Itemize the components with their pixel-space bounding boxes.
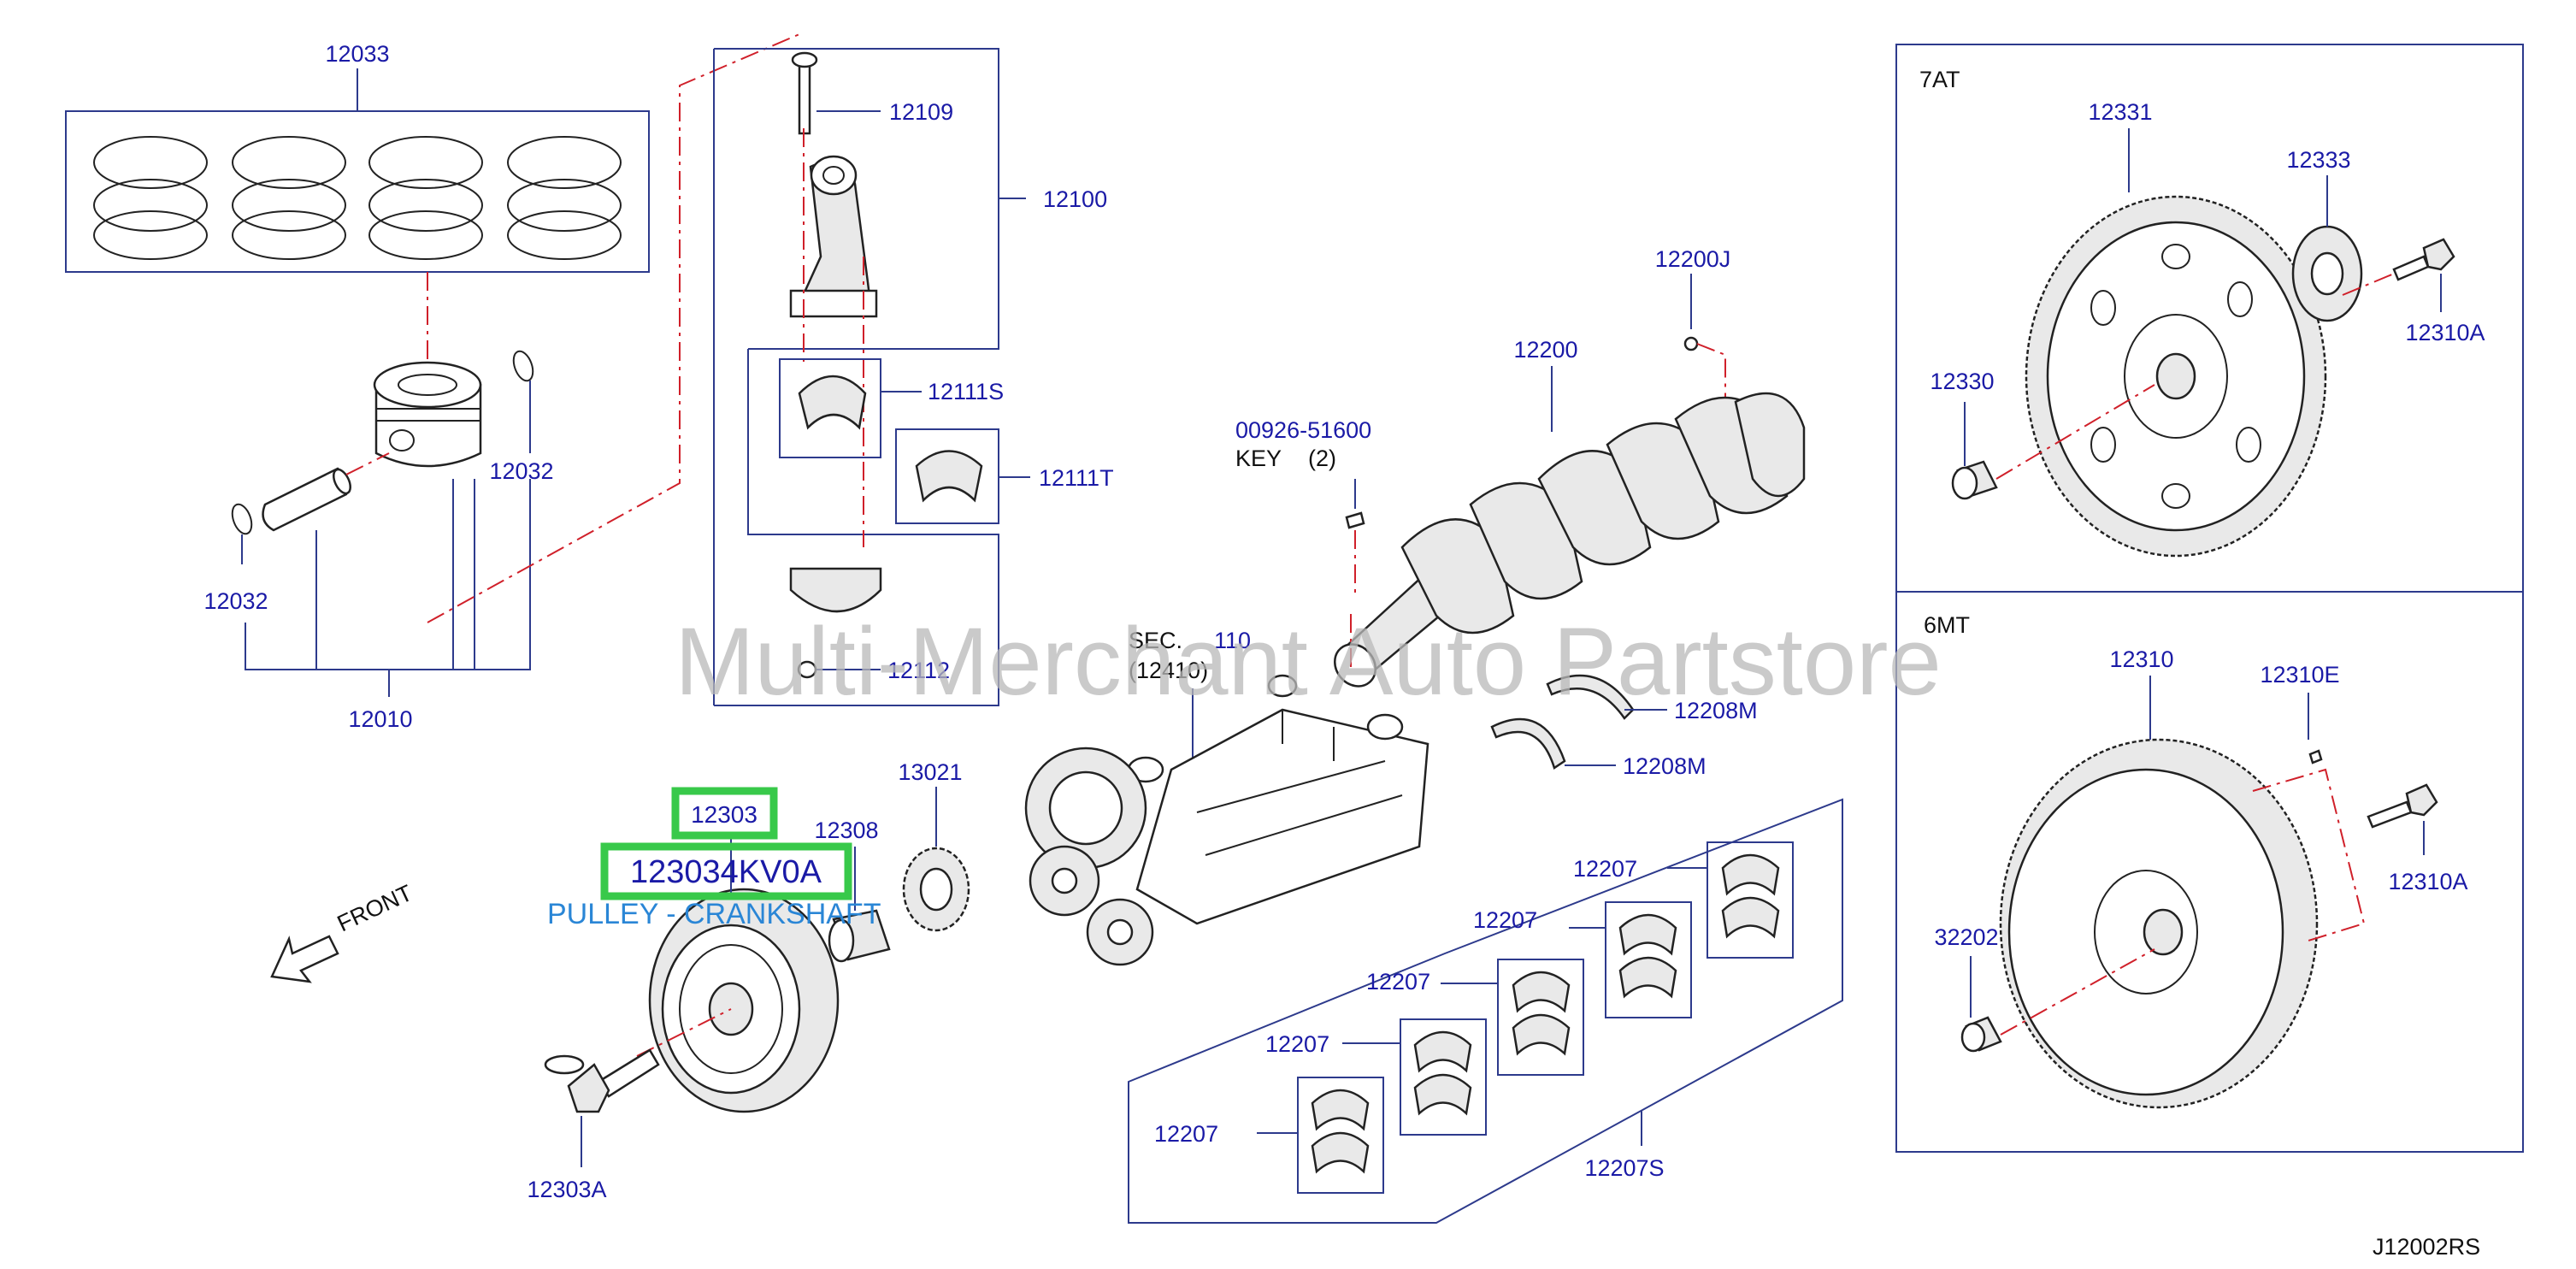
pin-clip-right (512, 350, 534, 382)
collar (828, 909, 891, 963)
pilot-bushing (1683, 336, 1699, 351)
connecting-rod (789, 155, 878, 318)
label-main-bearing-4[interactable]: 12207 (1265, 1031, 1329, 1057)
label-drive-plate[interactable]: 12331 (2088, 99, 2152, 125)
label-pin-clip-left[interactable]: 12032 (203, 588, 268, 614)
label-bearing-s[interactable]: 12111S (928, 379, 1004, 404)
pilot-bushing-at (1951, 460, 1998, 500)
woodruff-key (1345, 511, 1365, 529)
watermark: Multi-Merchant Auto Partstore (675, 608, 1941, 715)
label-rod-bolt[interactable]: 12109 (889, 99, 953, 125)
label-sec-number[interactable]: 110 (1214, 628, 1251, 653)
label-bearing-t[interactable]: 12111T (1039, 465, 1114, 491)
label-at-bolt[interactable]: 12310A (2405, 320, 2485, 345)
panel-6mt: 6MT 12310 12310E 12310A 32202 (1895, 591, 2524, 1153)
highlight-oem-number[interactable]: 123034KV0A (630, 854, 822, 890)
piston-group: 12032 12032 12010 (203, 33, 800, 732)
connecting-rod-group: 12100 12109 12111S 12111T (713, 48, 1114, 706)
panel-7at-title: 7AT (1919, 67, 1960, 92)
balancer-housing (1127, 674, 1429, 925)
piston-ring-set-3 (368, 136, 483, 260)
label-flywheel[interactable]: 12310 (2109, 646, 2173, 672)
highlight-callout: 12303 123034KV0A PULLEY - CRANKSHAFT (547, 787, 881, 930)
crankshaft-group: 12200 12200J 00926-51600 KEY (2) (1235, 246, 1806, 688)
label-main-bearing-1[interactable]: 12207 (1573, 856, 1637, 882)
main-bearing-box-1 (1707, 841, 1794, 959)
label-collar[interactable]: 12308 (814, 817, 878, 843)
label-key-text[interactable]: KEY (1235, 446, 1282, 471)
main-bearing-box-5 (1297, 1077, 1384, 1194)
label-key-qty[interactable]: (2) (1308, 446, 1336, 471)
rod-bearing-lower (895, 428, 999, 524)
pin-clip-left (231, 503, 253, 535)
label-reinforcement[interactable]: 12333 (2286, 147, 2350, 173)
highlight-part-box (671, 787, 778, 840)
label-pulley-bolt[interactable]: 12303A (527, 1177, 606, 1202)
main-bearing-box-2 (1605, 901, 1692, 1018)
piston-pin (262, 467, 351, 532)
panel-7at: 7AT 12331 12333 12310A (1895, 44, 2524, 593)
label-main-bearing-set[interactable]: 12207S (1584, 1155, 1664, 1181)
thrust-washers-group: 12208M 12208M (1490, 674, 1758, 779)
main-bearing-box-3 (1497, 959, 1584, 1076)
label-dowel[interactable]: 12310E (2260, 662, 2339, 688)
label-thrust-top[interactable]: 12208M (1674, 698, 1758, 723)
label-key-number[interactable]: 00926-51600 (1235, 417, 1371, 443)
piston-ring-set-2 (232, 136, 346, 260)
thrust-washer-bottom (1490, 717, 1566, 770)
label-main-bearing-3[interactable]: 12207 (1366, 969, 1430, 995)
pilot-bushing-mt (1960, 1016, 2002, 1053)
dowel-pin (2308, 749, 2323, 764)
main-bearing-box-4 (1400, 1018, 1487, 1136)
label-rod-nut[interactable]: 12112 (887, 658, 950, 683)
diagram-code: J12002RS (2373, 1234, 2480, 1260)
rod-bolt (791, 51, 818, 135)
highlight-part-number[interactable]: 12303 (691, 801, 757, 828)
label-at-bushing[interactable]: 12330 (1930, 369, 1994, 394)
label-main-bearing-2[interactable]: 12207 (1473, 907, 1537, 933)
rod-bearing-upper (779, 358, 881, 458)
highlight-oem-box (600, 842, 852, 900)
main-bearings-group: 12207 12207 12207 12207 12207 1 (1128, 798, 1843, 1224)
balancer-assembly-group: SEC. 110 (12410) (1024, 628, 1429, 966)
label-crankshaft[interactable]: 12200 (1513, 337, 1577, 363)
label-piston-rings[interactable]: 12033 (325, 41, 389, 67)
drive-plate (2025, 195, 2327, 558)
front-arrow-icon (270, 935, 339, 983)
label-mt-bushing[interactable]: 32202 (1934, 924, 1998, 950)
sprocket (902, 847, 970, 932)
label-pin-clip-right[interactable]: 12032 (489, 458, 553, 484)
label-thrust-bottom[interactable]: 12208M (1623, 753, 1707, 779)
rod-cap (789, 567, 882, 613)
flywheel-bolt (2367, 783, 2438, 829)
label-main-bearing-5[interactable]: 12207 (1154, 1121, 1218, 1147)
piston-rings-group: 12033 (65, 41, 650, 273)
highlight-description: PULLEY - CRANKSHAFT (547, 898, 881, 930)
crankshaft (1334, 392, 1806, 688)
label-front: FRONT (333, 880, 416, 936)
thrust-washer-top (1546, 674, 1635, 720)
label-rod-assy[interactable]: 12100 (1043, 186, 1107, 212)
label-mt-bolt[interactable]: 12310A (2388, 869, 2467, 894)
label-piston-assy[interactable]: 12010 (348, 706, 412, 732)
label-sec-ref[interactable]: (12410) (1129, 658, 1208, 683)
label-pilot[interactable]: 12200J (1655, 246, 1731, 272)
rod-nut (797, 660, 817, 679)
panel-6mt-title: 6MT (1924, 612, 1970, 638)
pulley-bolt (544, 1048, 660, 1113)
label-sec-text[interactable]: SEC. (1129, 628, 1182, 653)
piston (373, 361, 482, 468)
front-direction-indicator: FRONT (270, 880, 416, 983)
pulley-group: 13021 12308 12303A (527, 759, 970, 1202)
piston-ring-set-1 (93, 136, 208, 260)
reinforcement-plate (2291, 225, 2363, 322)
balancer-gears (1024, 747, 1154, 966)
flywheel (1999, 738, 2319, 1109)
label-sprocket[interactable]: 13021 (898, 759, 962, 785)
drive-plate-bolt (2392, 238, 2455, 281)
piston-ring-set-4 (507, 136, 622, 260)
